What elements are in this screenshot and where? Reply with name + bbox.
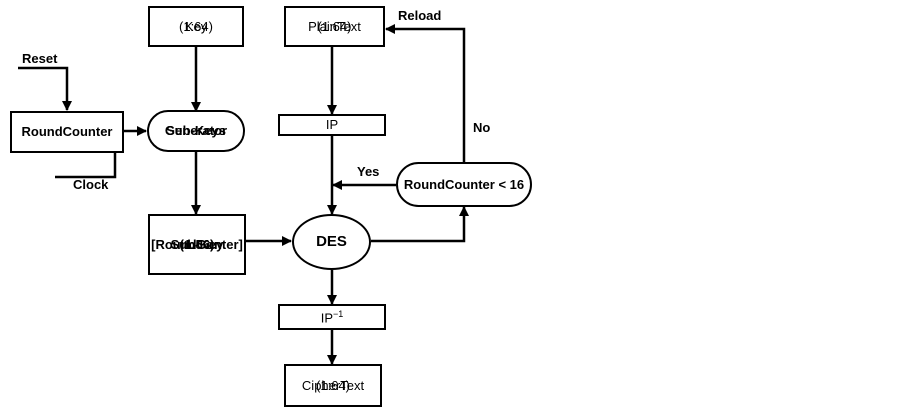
ip-inverse-label: IP−1 bbox=[320, 308, 344, 325]
key-box: Key (1:64) bbox=[148, 6, 244, 47]
key-size: (1:64) bbox=[179, 18, 213, 34]
clock-arrow bbox=[55, 140, 120, 179]
ip-inverse-superscript: −1 bbox=[333, 308, 344, 319]
clock-label: Clock bbox=[73, 177, 109, 192]
roundcounter-check-node: RoundCounter < 16 bbox=[396, 162, 532, 207]
subkeys-generator-line1: Sub-Keys bbox=[166, 123, 226, 139]
des-label: DES bbox=[316, 233, 347, 250]
ciphertext-size: (1:64) bbox=[316, 377, 350, 393]
ciphertext-label: CipherText bbox=[301, 377, 365, 393]
plaintext-label: PlainText bbox=[308, 18, 361, 34]
roundcounter-label: RoundCounter bbox=[21, 124, 113, 140]
subkeys-generator-node: Sub-Keys Generator bbox=[147, 110, 245, 152]
subkeys-generator-line2: Generator bbox=[164, 123, 228, 139]
plaintext-box: PlainText (1:64) bbox=[284, 6, 385, 47]
des-node: DES bbox=[292, 214, 371, 270]
subkey-box: Sub-Key [RoundConter] (1:56) bbox=[148, 214, 246, 275]
ciphertext-box: CipherText (1:64) bbox=[284, 364, 382, 407]
yes-label: Yes bbox=[357, 164, 380, 179]
des-to-check-arrow bbox=[371, 206, 469, 243]
ip-inverse-box: IP−1 bbox=[278, 304, 386, 330]
reload-arrow bbox=[385, 24, 466, 162]
reset-arrow bbox=[18, 66, 72, 111]
subkey-line3: (1:56) bbox=[179, 236, 215, 252]
key-label: Key bbox=[184, 18, 208, 34]
no-label: No bbox=[473, 120, 491, 135]
ip-label: IP bbox=[325, 117, 339, 133]
reset-label: Reset bbox=[22, 51, 58, 66]
subkey-line2: [RoundConter] bbox=[151, 236, 243, 252]
ip-box: IP bbox=[278, 114, 386, 136]
roundcounter-check-label: RoundCounter < 16 bbox=[403, 176, 525, 192]
roundcounter-box: RoundCounter bbox=[10, 111, 124, 153]
reload-label: Reload bbox=[398, 8, 442, 23]
plaintext-size: (1:64) bbox=[317, 18, 352, 34]
subkey-line1: Sub-Key bbox=[170, 236, 224, 252]
